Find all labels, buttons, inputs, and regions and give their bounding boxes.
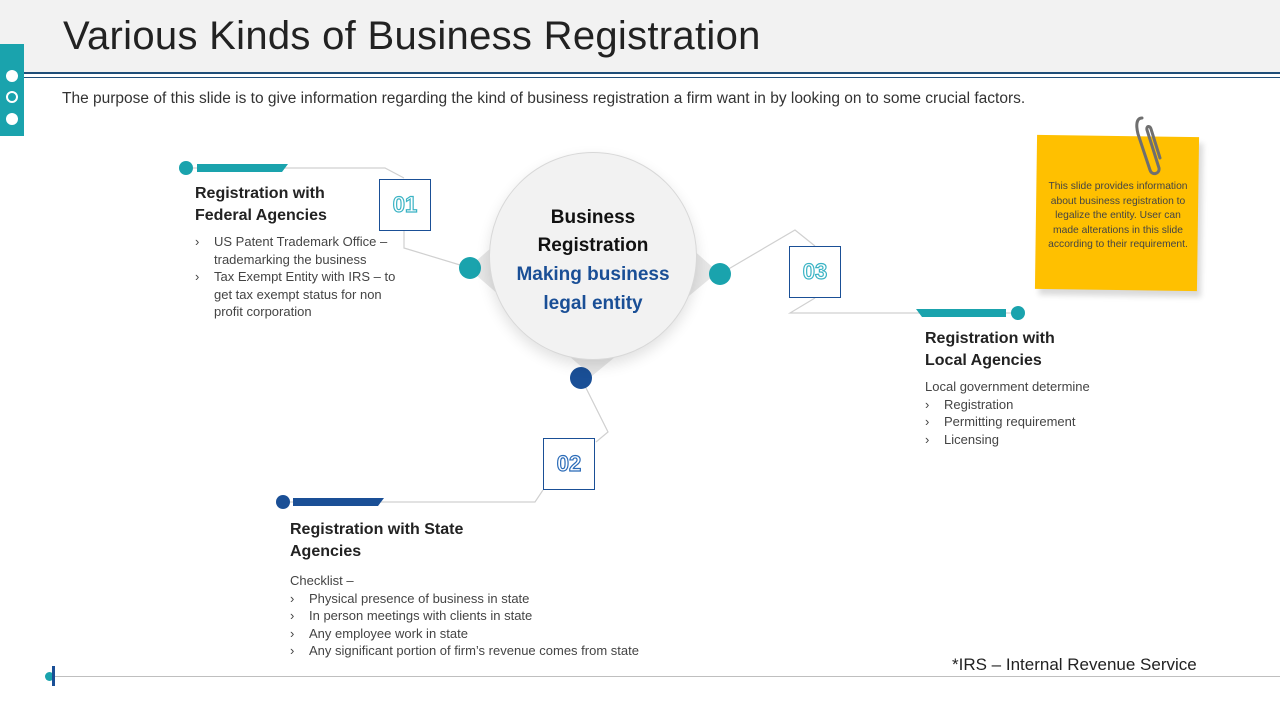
item-02-heading-line1: Registration with State	[290, 521, 464, 538]
item-02-heading: Registration with State Agencies	[290, 519, 463, 563]
end-dot-02	[276, 495, 290, 509]
junction-dot-02	[570, 367, 592, 389]
list-item: Tax Exempt Entity with IRS – to get tax …	[195, 268, 405, 321]
list-item: Physical presence of business in state	[290, 590, 670, 608]
list-item: In person meetings with clients in state	[290, 607, 670, 625]
page-title: Various Kinds of Business Registration	[63, 14, 761, 58]
item-03-body: Local government determine Registration …	[925, 378, 1145, 448]
slide-description: The purpose of this slide is to give inf…	[62, 90, 1026, 107]
sticky-note-text: This slide provides information about bu…	[1048, 181, 1188, 251]
item-02-body: Checklist – Physical presence of busines…	[290, 572, 670, 660]
number-box-01: 01	[379, 179, 431, 231]
paperclip-icon	[1135, 116, 1162, 176]
item-01-body: US Patent Trademark Office – trademarkin…	[195, 233, 405, 321]
item-03-heading-line1: Registration with	[925, 330, 1055, 347]
accent-bar-03	[916, 309, 1006, 317]
list-item: Permitting requirement	[925, 413, 1145, 431]
end-dot-01	[179, 161, 193, 175]
item-01-heading-line1: Registration with	[195, 185, 325, 202]
slide-nav-tab	[0, 44, 24, 136]
connector-02-top	[580, 377, 609, 443]
item-01-heading-line2: Federal Agencies	[195, 207, 327, 224]
center-label: Business Registration Making business le…	[489, 204, 697, 318]
item-03-intro: Local government determine	[925, 379, 1090, 394]
footer-dot-icon	[45, 672, 54, 681]
accent-bar-02	[293, 498, 384, 506]
nav-dot-icon	[6, 70, 18, 82]
connector-01-circle	[403, 230, 471, 269]
center-sub-line2: legal entity	[543, 293, 643, 314]
item-03-heading-line2: Local Agencies	[925, 352, 1042, 369]
number-box-02: 02	[543, 438, 595, 490]
list-item: Licensing	[925, 431, 1145, 449]
item-02-intro: Checklist –	[290, 573, 354, 588]
accent-bar-01	[197, 164, 288, 172]
number-box-03: 03	[789, 246, 841, 298]
junction-dot-03	[709, 263, 731, 285]
footer-rule	[48, 676, 1280, 677]
center-title-line1: Business	[550, 207, 636, 228]
center-circle	[489, 152, 697, 360]
end-dot-03	[1011, 306, 1025, 320]
nav-ring-icon	[6, 91, 18, 103]
title-bar	[0, 0, 1280, 72]
nav-dot-icon	[6, 113, 18, 125]
list-item: Registration	[925, 396, 1145, 414]
item-02-heading-line2: Agencies	[290, 543, 362, 560]
title-rule-thick	[24, 72, 1280, 74]
footer-marker	[52, 666, 55, 686]
list-item: US Patent Trademark Office – trademarkin…	[195, 233, 405, 268]
connector-03-top	[719, 229, 816, 275]
center-title-line2: Registration	[537, 235, 649, 256]
item-01-heading: Registration with Federal Agencies	[195, 183, 327, 227]
center-sub-line1: Making business	[516, 264, 670, 285]
footnote: *IRS – Internal Revenue Service	[952, 655, 1197, 674]
list-item: Any employee work in state	[290, 625, 670, 643]
title-rule-thin	[24, 77, 1280, 78]
junction-dot-01	[459, 257, 481, 279]
list-item: Any significant portion of firm’s revenu…	[290, 642, 670, 660]
item-03-heading: Registration with Local Agencies	[925, 328, 1055, 372]
